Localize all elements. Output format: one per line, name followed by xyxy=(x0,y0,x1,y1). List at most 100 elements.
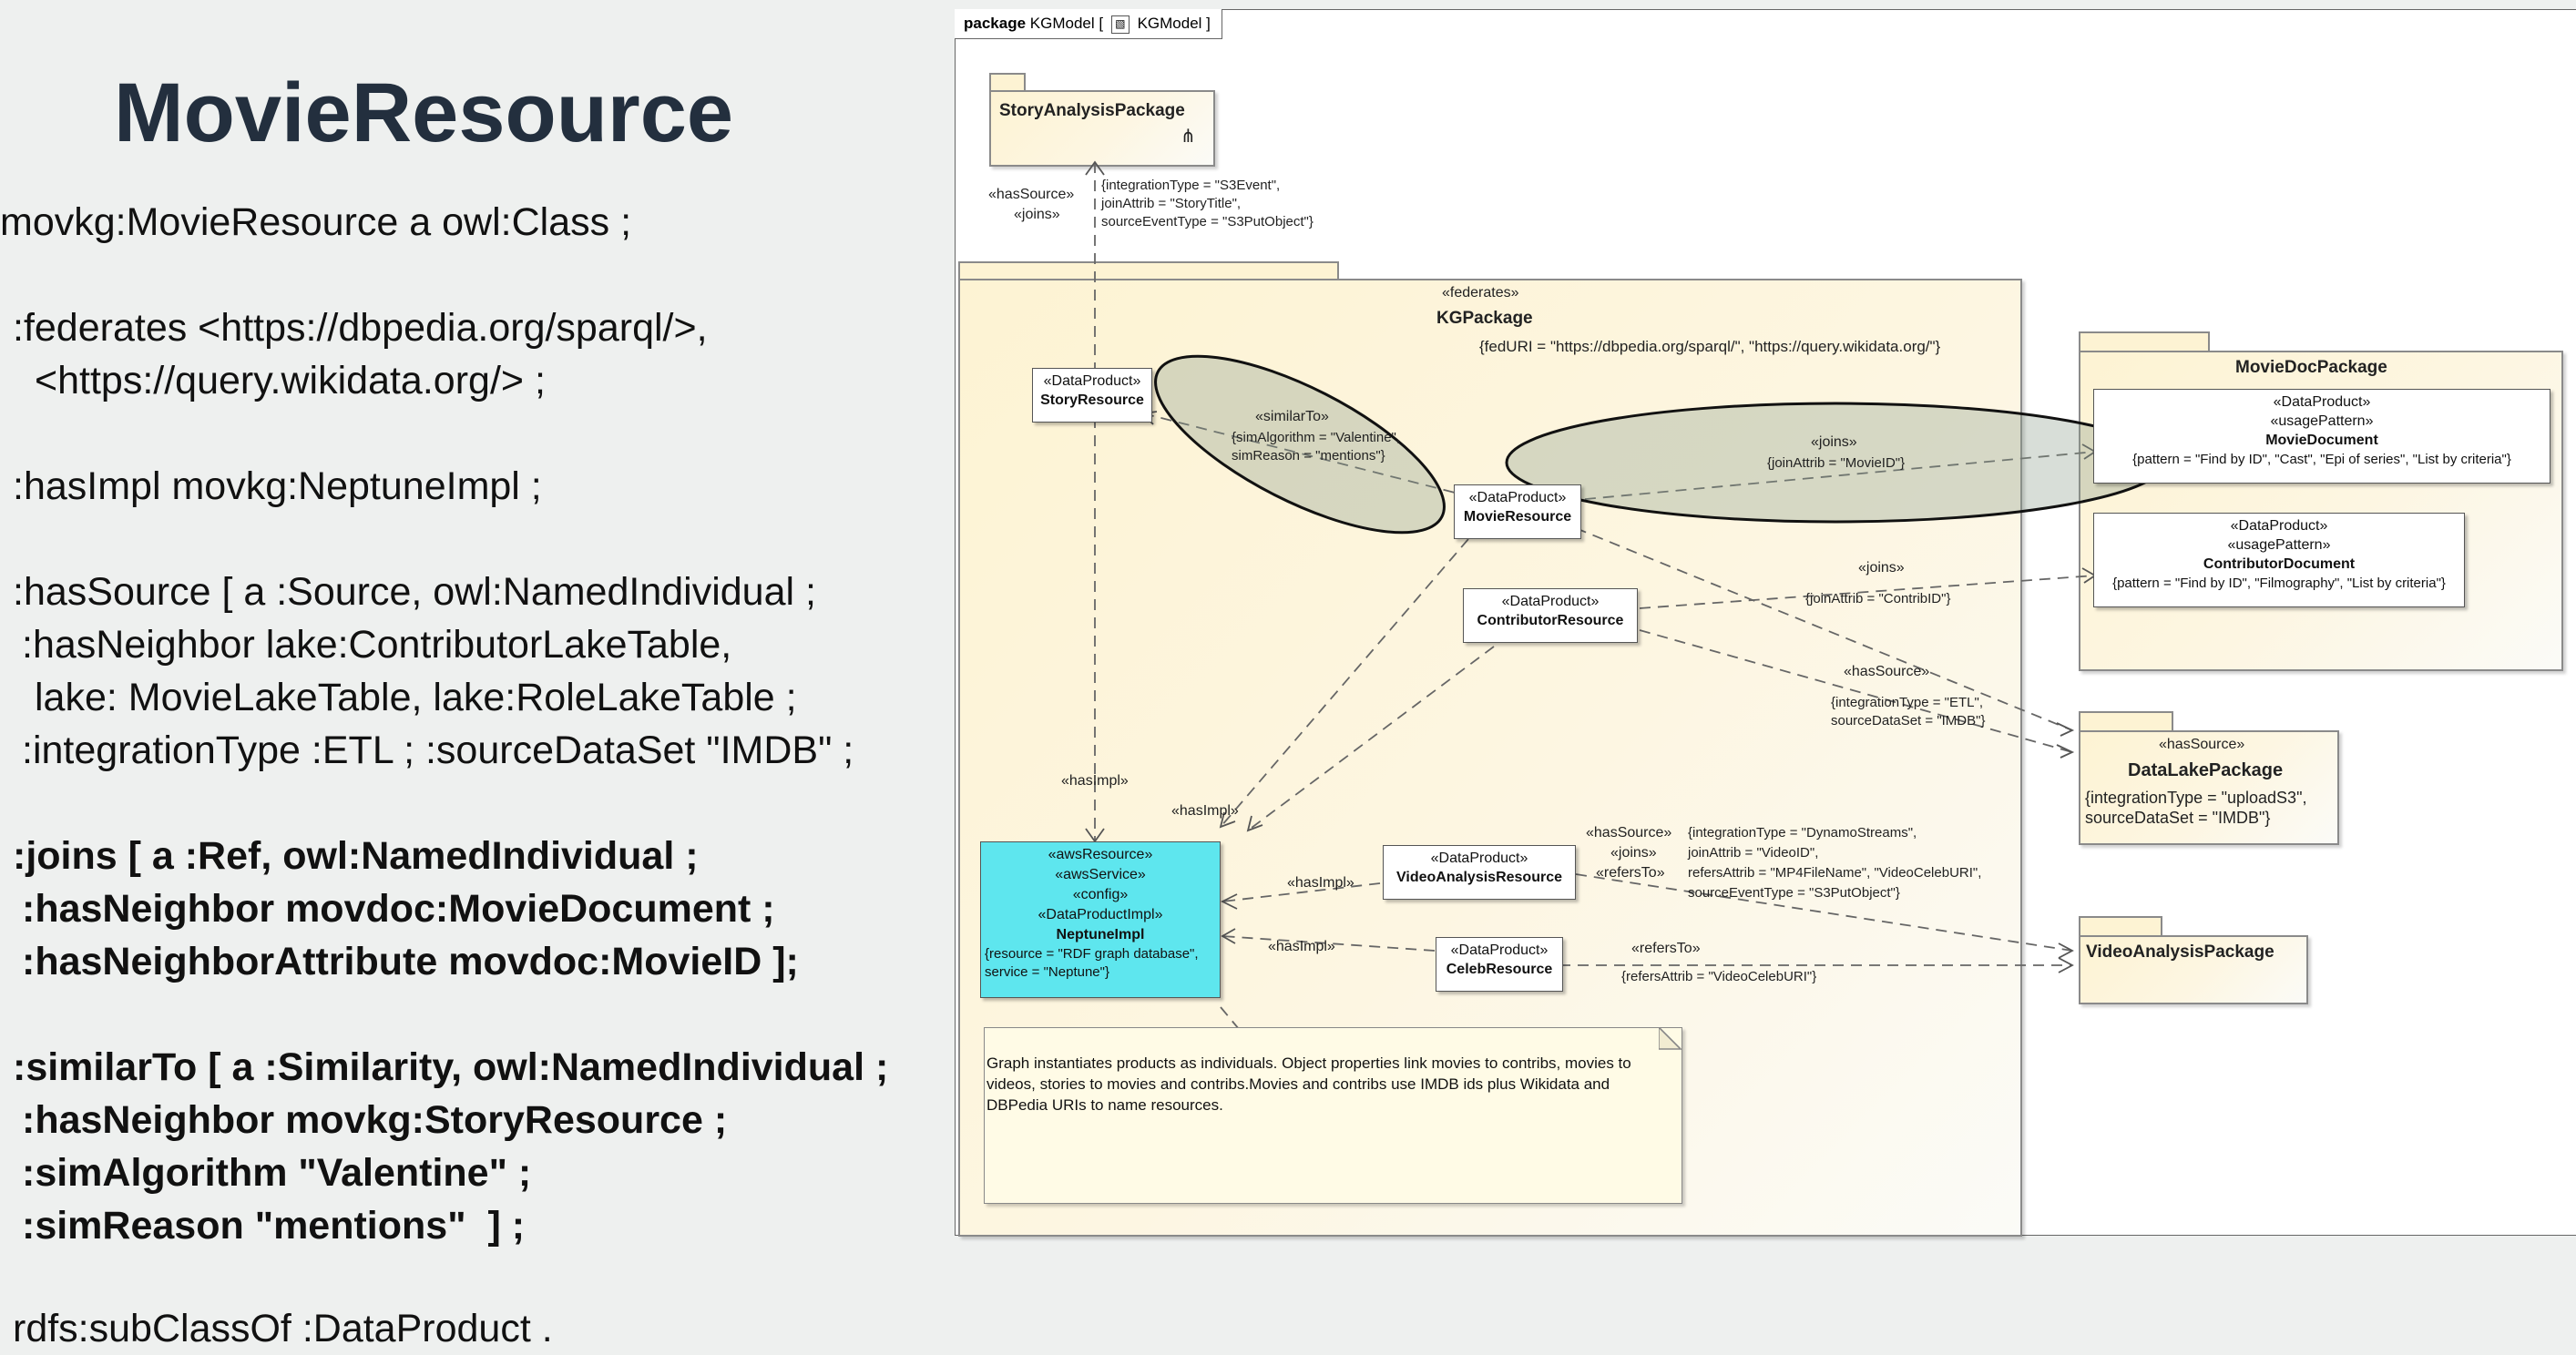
video-hasimpl-label: «hasImpl» xyxy=(1287,875,1354,891)
code-line-joins: :joins [ a :Ref, owl:NamedIndividual ; xyxy=(13,834,699,878)
datalake-tv-1: {integrationType = "uploadS3", xyxy=(2085,789,2307,807)
contributor-document[interactable]: «DataProduct» «usagePattern» Contributor… xyxy=(2093,513,2465,607)
code-line-joins-attr: :hasNeighborAttribute movdoc:MovieID ]; xyxy=(22,940,799,983)
datalake-tv-2: sourceDataSet = "IMDB"} xyxy=(2085,809,2271,827)
celeb-refers-label: «refersTo» xyxy=(1631,941,1701,956)
similar-to-highlight xyxy=(1154,354,1446,535)
moviedoc-package-name: MovieDocPackage xyxy=(2235,358,2387,377)
code-line-federates-2: <https://query.wikidata.org/> ; xyxy=(35,359,546,402)
arrowhead-neptune-5 xyxy=(1221,928,1236,944)
celeb-resource[interactable]: «DataProduct» CelebResource xyxy=(1436,937,1563,992)
frame-kind: package xyxy=(964,15,1027,32)
video-package-tab xyxy=(2079,916,2162,938)
movie-joins-document xyxy=(1566,451,2096,502)
contrib-impl-neptune xyxy=(1247,646,1495,831)
video-impl-neptune xyxy=(1222,882,1381,902)
diagram-icon: ▧ xyxy=(1110,15,1130,34)
story-tv-2: joinAttrib = "StoryTitle", xyxy=(1101,196,1242,211)
movie-resource[interactable]: «DataProduct» MovieResource xyxy=(1454,484,1581,539)
neptune-stereotype-1: «awsResource» xyxy=(1048,847,1153,862)
video-analysis-package[interactable] xyxy=(2079,935,2308,1004)
story-resource[interactable]: «DataProduct» StoryResource xyxy=(1032,368,1152,423)
etl-tv-1: {integrationType = "ETL", xyxy=(1831,695,1983,710)
lake-hassource-label: «hasSource» xyxy=(1844,664,1930,679)
movie-document[interactable]: «DataProduct» «usagePattern» MovieDocume… xyxy=(2093,389,2550,484)
video-hassource-label: «hasSource» xyxy=(1586,825,1672,841)
datalake-package[interactable] xyxy=(2079,730,2339,845)
story-resource-name: StoryResource xyxy=(1040,392,1144,408)
movie-doc-name: MovieDocument xyxy=(2265,433,2378,448)
video-analysis-resource[interactable]: «DataProduct» VideoAnalysisResource xyxy=(1383,845,1576,900)
datalake-package-name: DataLakePackage xyxy=(2128,760,2284,780)
video-resource-name: VideoAnalysisResource xyxy=(1395,870,1562,885)
video-tv-2: joinAttrib = "VideoID", xyxy=(1688,845,1819,861)
story-joins-label: «joins» xyxy=(1014,207,1060,222)
code-line-hassource: :hasSource [ a :Source, owl:NamedIndivid… xyxy=(13,570,816,614)
diagram-note[interactable] xyxy=(984,1027,1682,1204)
story-package-tab xyxy=(989,73,1026,93)
story-resource-stereotype: «DataProduct» xyxy=(1043,373,1141,389)
contrib-doc-usage: «usagePattern» xyxy=(2227,537,2331,553)
celeb-refers-tv: {refersAttrib = "VideoCelebURI"} xyxy=(1621,969,1817,984)
frame-tab: package KGModel [ ▧ KGModel ] xyxy=(955,9,1222,39)
neptune-tv-2: service = "Neptune"} xyxy=(985,964,1109,980)
movie-joins-label: «joins» xyxy=(1811,434,1857,450)
note-corner xyxy=(1659,1027,1682,1050)
video-tv-4: sourceEventType = "S3PutObject"} xyxy=(1688,885,1900,901)
neptune-name: NeptuneImpl xyxy=(1056,927,1145,942)
story-package-name: StoryAnalysisPackage xyxy=(999,101,1185,120)
code-line-sim-algorithm: :simAlgorithm "Valentine" ; xyxy=(22,1151,532,1195)
neptune-tv-1: {resource = "RDF graph database", xyxy=(985,946,1199,962)
movie-source-lake xyxy=(1575,527,2073,731)
neptune-impl[interactable]: «awsResource» «awsService» «config» «Dat… xyxy=(980,841,1221,998)
moviedoc-package-tab xyxy=(2079,331,2210,353)
code-line-sim-reason: :simReason "mentions" ] ; xyxy=(22,1204,526,1248)
story-tv-1: {integrationType = "S3Event", xyxy=(1101,178,1281,193)
contrib-doc-name: ContributorDocument xyxy=(2203,556,2356,572)
contrib-doc-pattern: {pattern = "Find by ID", "Filmography", … xyxy=(2112,576,2446,591)
neptune-stereotype-4: «DataProductImpl» xyxy=(1038,907,1163,922)
contrib-source-lake xyxy=(1639,629,2073,753)
movie-join-attr: {joinAttrib = "MovieID"} xyxy=(1767,455,1906,471)
neptune-stereotype-3: «config» xyxy=(1072,887,1129,902)
movie-doc-pattern: {pattern = "Find by ID", "Cast", "Epi of… xyxy=(2132,452,2511,467)
code-line-lake-tables: lake: MovieLakeTable, lake:RoleLakeTable… xyxy=(35,676,797,719)
contrib-joins-label: «joins» xyxy=(1858,560,1905,576)
arrowhead-video-2 xyxy=(2058,957,2074,973)
story-tv-3: sourceEventType = "S3PutObject"} xyxy=(1101,214,1314,229)
code-line-class: movkg:MovieResource a owl:Class ; xyxy=(0,200,632,244)
video-source-package xyxy=(1575,873,2073,952)
celeb-resource-stereotype: «DataProduct» xyxy=(1450,942,1549,958)
video-package-name: VideoAnalysisPackage xyxy=(2086,942,2274,962)
arrowhead-neptune-4 xyxy=(1220,893,1238,910)
datalake-package-tab xyxy=(2079,711,2173,733)
sim-algorithm-tv: {simAlgorithm = "Valentine", xyxy=(1232,430,1401,445)
kg-package-name: KGPackage xyxy=(1436,309,1533,328)
contributor-resource[interactable]: «DataProduct» ContributorResource xyxy=(1463,588,1638,643)
video-tv-1: {integrationType = "DynamoStreams", xyxy=(1688,825,1917,841)
arrowhead-lake-2 xyxy=(2056,744,2075,759)
frame-name-2: KGModel ] xyxy=(1137,15,1211,32)
movie-hasimpl-label: «hasImpl» xyxy=(1171,803,1239,819)
arrowhead-neptune-2 xyxy=(1219,811,1236,829)
contributor-resource-name: ContributorResource xyxy=(1477,613,1624,628)
code-line-hasimpl: :hasImpl movkg:NeptuneImpl ; xyxy=(13,464,542,508)
celeb-hasimpl-label: «hasImpl» xyxy=(1268,939,1335,954)
contrib-joins-document xyxy=(1639,575,2096,609)
movie-resource-name: MovieResource xyxy=(1463,509,1572,525)
story-analysis-package[interactable] xyxy=(989,90,1215,167)
etl-tv-2: sourceDataSet = "IMDB"} xyxy=(1831,713,1986,728)
subsystem-icon: ⋔ xyxy=(1181,127,1196,147)
code-line-federates: :federates <https://dbpedia.org/sparql/>… xyxy=(13,306,708,350)
celeb-resource-name: CelebResource xyxy=(1446,962,1553,977)
neptune-stereotype-2: «awsService» xyxy=(1055,867,1146,882)
code-line-joins-neighbor: :hasNeighbor movdoc:MovieDocument ; xyxy=(22,887,775,931)
similar-to-label: «similarTo» xyxy=(1255,409,1329,424)
movie-doc-usage: «usagePattern» xyxy=(2270,413,2374,429)
code-line-hasneighbor: :hasNeighbor lake:ContributorLakeTable, xyxy=(22,623,732,667)
neptune-note-link xyxy=(1220,1006,1240,1030)
note-text: Graph instantiates products as individua… xyxy=(986,1054,1631,1114)
video-tv-3: refersAttrib = "MP4FileName", "VideoCele… xyxy=(1688,865,1982,881)
kg-stereotype: «federates» xyxy=(1442,285,1519,301)
